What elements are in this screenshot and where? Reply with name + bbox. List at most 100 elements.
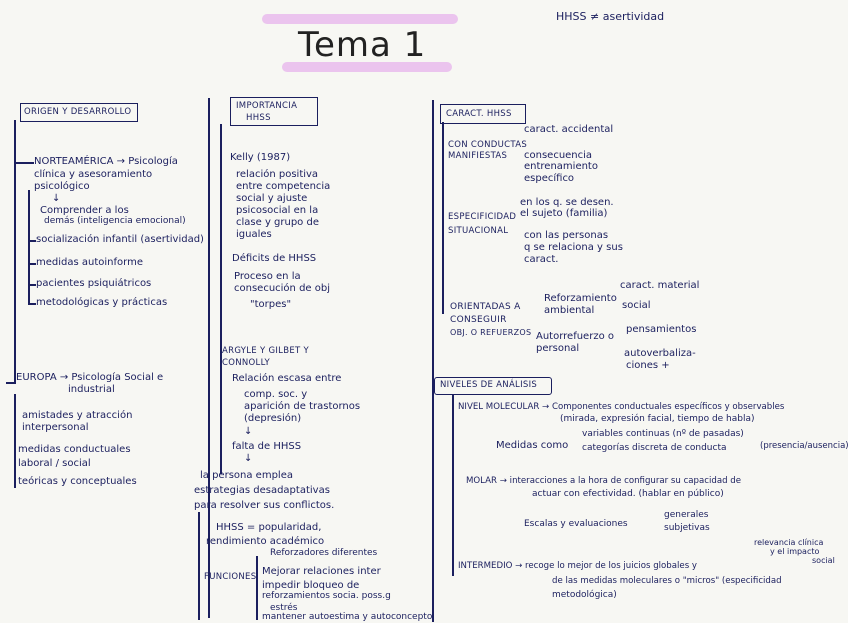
author-connolly: CONNOLLY <box>222 358 270 368</box>
text-line: caract. <box>524 254 559 265</box>
page-title: Tema 1 <box>298 25 427 65</box>
text-line: personal <box>536 343 580 354</box>
text-line: Autorrefuerzo o <box>536 331 614 342</box>
tree-line <box>14 394 16 488</box>
tree-line <box>220 124 222 474</box>
text-line: entre competencia <box>236 181 331 192</box>
tree-line <box>452 394 454 576</box>
text-line: mantener autoestima y autoconcepto <box>262 612 433 622</box>
text-line: reforzamientos socia. poss.g <box>262 591 391 601</box>
tree-line <box>28 263 36 265</box>
section-heading: HHSS <box>246 113 271 123</box>
nivel-intermedio: INTERMEDIO → recoge lo mejor de los juic… <box>458 561 697 571</box>
tree-line <box>14 162 34 164</box>
text-line: Déficits de HHSS <box>232 253 317 264</box>
text-line: relación positiva <box>236 169 319 180</box>
tree-line <box>28 190 30 304</box>
text-line: Medidas como <box>496 440 569 451</box>
text-line: entrenamiento <box>524 161 598 172</box>
tree-line <box>14 120 16 382</box>
list-item: socialización infantil (asertividad) <box>36 234 204 245</box>
text-line: Relación escasa entre <box>232 373 342 384</box>
text-line: "torpes" <box>250 299 292 310</box>
list-item: amistades y atracción <box>22 410 133 421</box>
author-argyle: ARGYLE Y GILBET Y <box>222 346 309 356</box>
list-item: interpersonal <box>22 422 89 433</box>
text-line: iguales <box>236 229 272 240</box>
section-heading: CARACT. HHSS <box>446 109 512 119</box>
text-line: social <box>812 556 835 565</box>
arrow-down-icon: ↓ <box>244 426 253 437</box>
section-heading: ORIGEN Y DESARROLLO <box>24 107 132 117</box>
text-line: la persona emplea <box>200 470 293 481</box>
list-item: medidas conductuales <box>18 444 131 455</box>
text-line: el sujeto (familia) <box>520 208 608 219</box>
region-europa: EUROPA → Psicología Social e <box>16 372 164 383</box>
text-line: y el impacto <box>770 547 820 556</box>
text-line: social y ajuste <box>236 193 308 204</box>
text-line: estrés <box>270 603 298 613</box>
text-line: falta de HHSS <box>232 441 302 452</box>
text-line: consecución de obj <box>234 283 330 294</box>
text-line: de las medidas moleculares o "micros" (e… <box>552 576 782 586</box>
text-line: en los q. se desen. <box>520 197 614 208</box>
text-line: relevancia clínica <box>754 538 824 547</box>
column-divider <box>432 100 434 622</box>
text-line: (mirada, expresión facial, tiempo de hab… <box>560 414 755 424</box>
section-heading-box <box>20 103 138 122</box>
arrow-down-icon: ↓ <box>52 193 61 204</box>
region-norteamerica: NORTEAMÉRICA → Psicología <box>34 156 178 167</box>
section-heading-box <box>440 104 526 124</box>
column-divider <box>208 98 210 618</box>
text-line: impedir bloqueo de <box>262 580 360 591</box>
text-line: metodológica) <box>552 590 617 600</box>
funciones-label: FUNCIONES <box>204 572 257 582</box>
caract-label: ORIENTADAS A <box>450 302 521 312</box>
nivel-molecular: NIVEL MOLECULAR → Componentes conductual… <box>458 402 785 412</box>
caract-label: CON CONDUCTAS <box>448 140 528 150</box>
text-line: industrial <box>68 384 115 395</box>
text-line: aparición de trastornos <box>244 401 361 412</box>
caract-label: MANIFIESTAS <box>448 151 508 161</box>
text-line: Mejorar relaciones inter <box>262 566 381 577</box>
text-line: psicosocial en la <box>236 205 319 216</box>
tree-line <box>256 556 258 620</box>
text-line: Reforzadores diferentes <box>270 548 378 558</box>
list-item: teóricas y conceptuales <box>18 476 137 487</box>
list-item: metodológicas y prácticas <box>36 297 168 308</box>
list-item: medidas autoinforme <box>36 257 143 268</box>
text-line: generales <box>664 510 709 520</box>
text-line: ciones + <box>626 360 670 371</box>
section-heading: IMPORTANCIA <box>236 101 298 111</box>
text-line: caract. accidental <box>524 124 614 135</box>
text-line: q se relaciona y sus <box>524 242 623 253</box>
caract-label: OBJ. O REFUERZOS <box>450 328 532 337</box>
text-line: estrategias desadaptativas <box>194 485 330 496</box>
tree-line <box>442 122 444 314</box>
text-line: caract. material <box>620 280 700 291</box>
tree-line <box>28 284 36 286</box>
text-line: clínica y asesoramiento <box>34 169 153 180</box>
text-line: clase y grupo de <box>236 217 319 228</box>
text-line: Proceso en la <box>234 271 301 282</box>
text-line: (depresión) <box>244 413 302 424</box>
text-line: ambiental <box>544 305 595 316</box>
text-line: para resolver sus conflictos. <box>194 500 335 511</box>
caract-label: SITUACIONAL <box>448 226 509 236</box>
text-line: variables continuas (nº de pasadas) <box>582 429 744 439</box>
text-line: rendimiento académico <box>206 536 325 547</box>
section-heading-box <box>434 377 552 395</box>
author-kelly: Kelly (1987) <box>230 152 291 163</box>
text-line: autoverbaliza- <box>624 348 696 359</box>
caract-label: CONSEGUIR <box>450 315 507 325</box>
text-line: específico <box>524 173 575 184</box>
text-line: con las personas <box>524 230 609 241</box>
text-line: Escalas y evaluaciones <box>524 519 628 529</box>
list-item: laboral / social <box>18 458 91 469</box>
text-line: social <box>622 300 651 311</box>
text-line: pensamientos <box>626 324 697 335</box>
section-heading-box <box>230 97 318 126</box>
text-line: psicológico <box>34 181 90 192</box>
text-line: demás (inteligencia emocional) <box>44 216 186 226</box>
list-item: pacientes psiquiátricos <box>36 278 152 289</box>
